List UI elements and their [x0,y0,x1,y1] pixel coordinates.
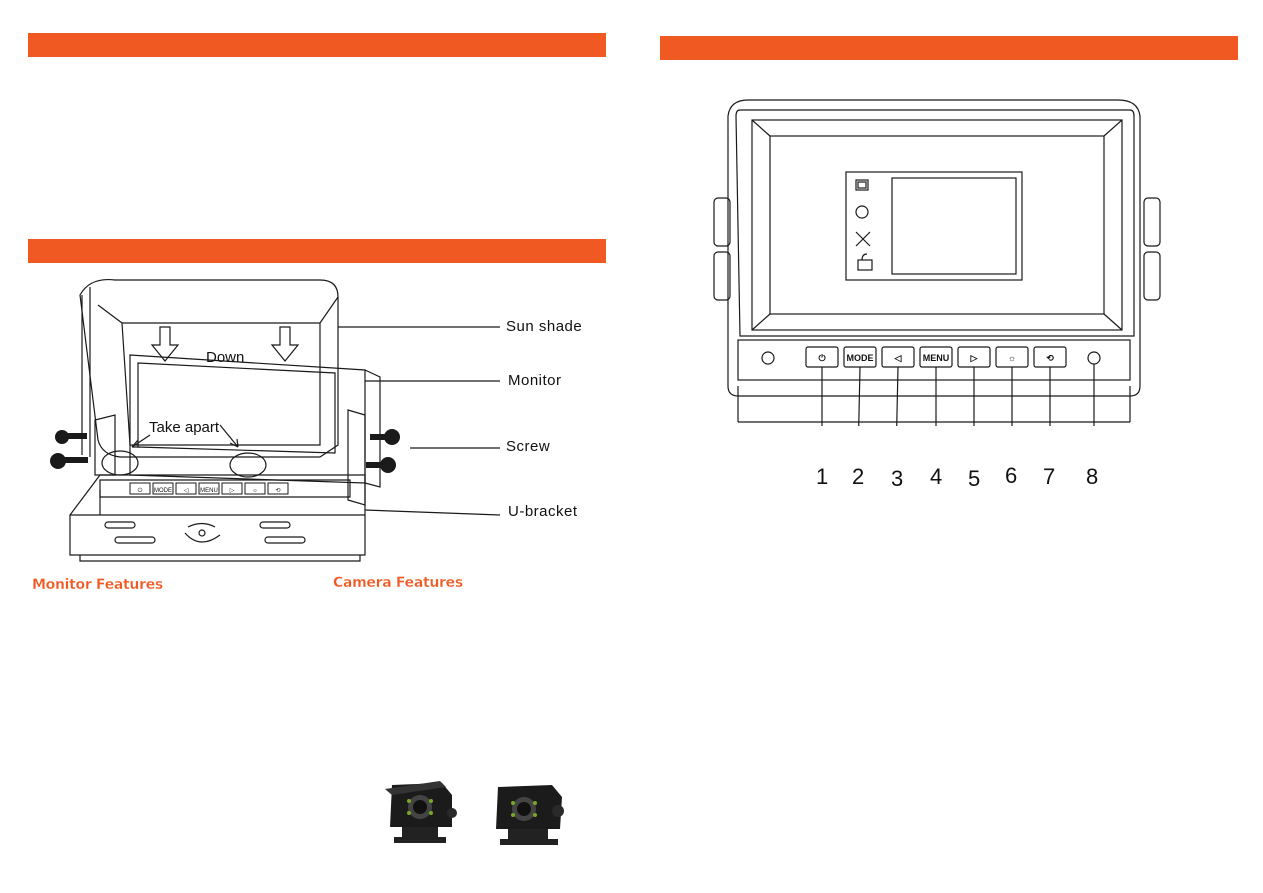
panel-btn-power: ⏻ [138,487,143,494]
button-brightness: ☼ [1008,353,1016,363]
label-down: Down [206,349,244,366]
installation-diagram: ⏻ MODE ◁ MENU ▷ ☼ ⟲ Down Take apart [50,278,501,562]
section-header-bar-3 [660,36,1238,60]
section-header-bar-1 [28,33,606,57]
callout-number-1: 1 [816,464,829,489]
label-monitor: Monitor [508,372,562,389]
camera-features-heading: Camera Features [333,575,463,591]
callout-number-3: 3 [891,466,904,491]
monitor-features-heading: Monitor Features [32,577,164,593]
camera-photo-1 [385,781,457,843]
label-take-apart: Take apart [149,419,220,436]
callout-number-5: 5 [968,466,981,491]
panel-btn-menu: MENU [200,488,218,494]
button-right: ▷ [970,353,979,363]
button-mode: MODE [847,353,874,363]
panel-btn-left: ◁ [184,488,189,494]
label-u-bracket: U-bracket [508,503,578,520]
callout-number-2: 2 [852,464,865,489]
callout-number-6: 6 [1005,463,1018,488]
callout-number-4: 4 [930,464,943,489]
panel-btn-mode: MODE [154,488,172,494]
camera-photo-2 [496,785,564,845]
panel-btn-brightness: ☼ [252,488,258,494]
label-sun-shade: Sun shade [506,318,583,335]
button-left: ◁ [894,353,903,363]
panel-btn-right: ▷ [230,488,235,494]
button-menu: MENU [923,353,950,363]
callout-number-7: 7 [1043,464,1056,489]
button-power: ⏻ [818,353,826,363]
button-rotate: ⟲ [1046,353,1054,363]
callout-number-8: 8 [1086,464,1099,489]
section-header-bar-2 [28,239,606,263]
label-screw: Screw [506,438,551,455]
monitor-front-diagram: ⏻ MODE ◁ MENU ▷ ☼ ⟲ [713,99,1161,426]
panel-btn-rotate: ⟲ [275,488,280,494]
